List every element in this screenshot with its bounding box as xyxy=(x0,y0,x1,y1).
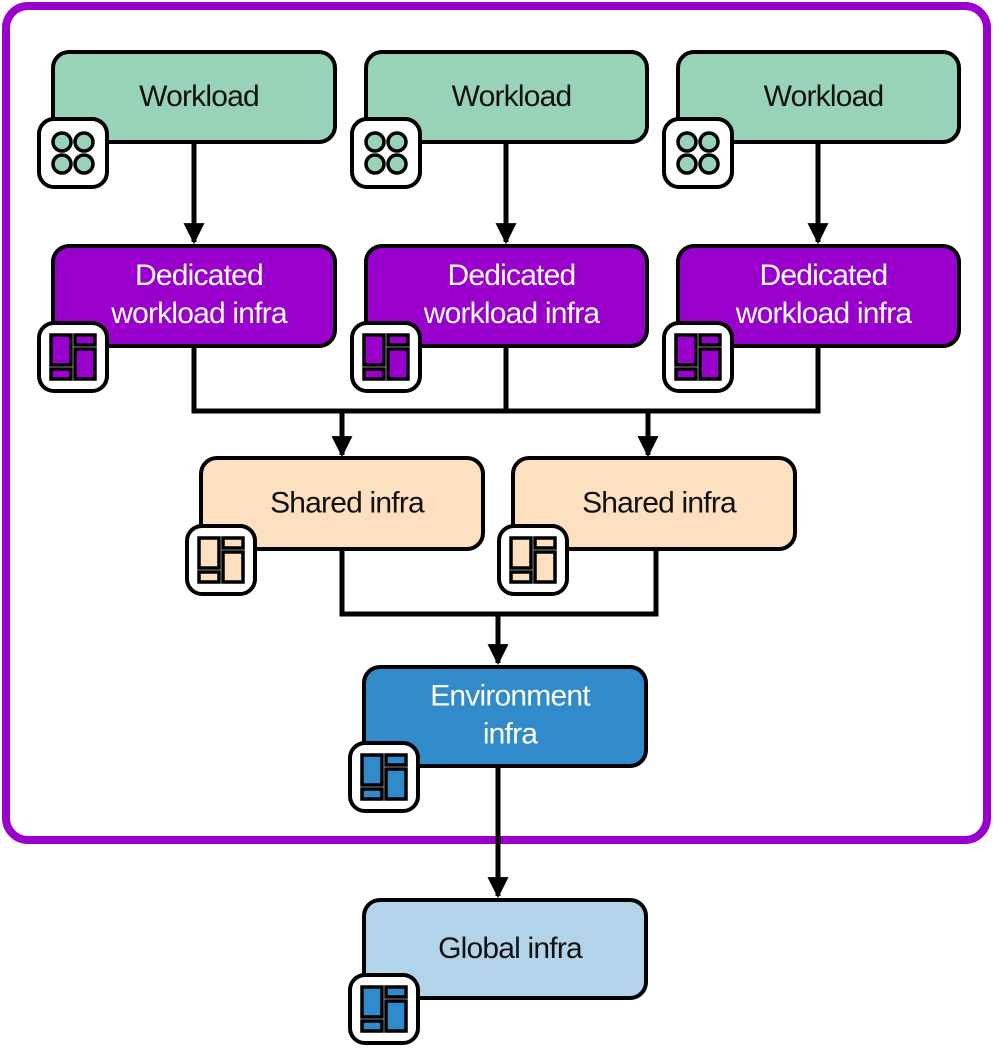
node-workload-3: Workload xyxy=(662,50,961,189)
node-label-line2: infra xyxy=(483,717,538,750)
node-label: Workload xyxy=(452,80,572,113)
node-shared-1: Shared infra xyxy=(185,456,485,596)
node-label-line2: workload infra xyxy=(735,297,913,330)
node-label: Shared infra xyxy=(582,486,737,519)
workload-grid-icon xyxy=(350,117,422,189)
infra-layout-icon xyxy=(37,321,109,393)
workload-grid-icon xyxy=(662,117,734,189)
infra-layout-icon xyxy=(497,524,569,596)
node-box xyxy=(51,244,337,348)
node-label-line1: Dedicated xyxy=(448,259,576,292)
infra-layout-icon xyxy=(350,321,422,393)
connectors xyxy=(183,142,829,899)
node-box xyxy=(364,244,649,348)
infra-layout-icon xyxy=(185,524,257,596)
node-dedicated-2: Dedicated workload infra xyxy=(350,244,649,393)
node-label-line1: Environment xyxy=(430,679,591,712)
infra-layout-icon xyxy=(348,741,420,813)
node-box xyxy=(199,456,485,551)
node-box xyxy=(362,898,648,1000)
node-box xyxy=(676,50,961,144)
node-box xyxy=(51,50,337,144)
node-box xyxy=(362,665,648,768)
node-label: Shared infra xyxy=(270,486,425,519)
node-box xyxy=(676,244,961,348)
node-workload-2: Workload xyxy=(350,50,649,189)
node-global: Global infra xyxy=(348,898,648,1045)
node-shared-2: Shared infra xyxy=(497,456,797,596)
node-label-line2: workload infra xyxy=(423,297,601,330)
node-workload-1: Workload xyxy=(37,50,337,189)
node-label: Workload xyxy=(764,80,884,113)
node-environment: Environment infra xyxy=(348,665,648,813)
infra-layout-icon xyxy=(348,973,420,1045)
node-dedicated-3: Dedicated workload infra xyxy=(662,244,961,393)
node-label-line1: Dedicated xyxy=(135,259,263,292)
infra-layout-icon xyxy=(662,321,734,393)
node-label: Workload xyxy=(139,80,259,113)
node-label: Global infra xyxy=(438,932,583,965)
node-box xyxy=(511,456,797,551)
workload-grid-icon xyxy=(37,117,109,189)
node-dedicated-1: Dedicated workload infra xyxy=(37,244,337,393)
node-label-line1: Dedicated xyxy=(760,259,888,292)
node-box xyxy=(364,50,649,144)
node-label-line2: workload infra xyxy=(110,297,288,330)
